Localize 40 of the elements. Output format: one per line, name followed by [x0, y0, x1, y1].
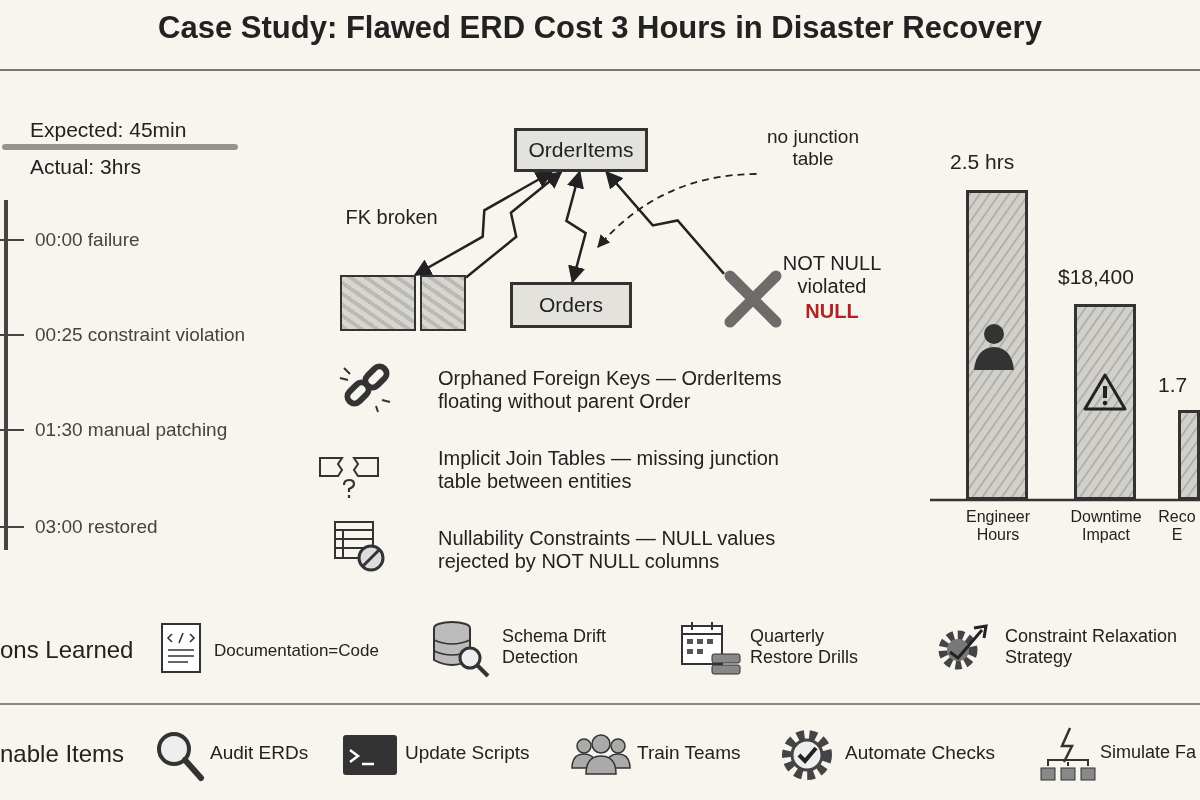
- bar-value: 1.7: [1158, 373, 1189, 398]
- title: Case Study: Flawed ERD Cost 3 Hours in Disaster Recovery: [157, 10, 1043, 46]
- action-item: Audit ERDs: [210, 742, 310, 764]
- timeline-entry: 00:00 failure: [35, 229, 141, 251]
- arrow: [564, 170, 588, 284]
- timeline-entry: 00:25 constraint violation: [35, 324, 247, 346]
- issue-description: Orphaned Foreign Keys — OrderItems floating without parent Order: [438, 367, 783, 413]
- arrow: [465, 170, 563, 279]
- lesson-item: Documentation=Code: [214, 641, 380, 661]
- action-item: Train Teams: [637, 742, 742, 764]
- cross-mark: [724, 270, 782, 328]
- violation-note: NOT NULL violated: [781, 252, 883, 298]
- bar-label: Engineer Hours: [964, 508, 1031, 545]
- actual-time: Actual: 3hrs: [30, 155, 142, 180]
- bar-value: 2.5 hrs: [950, 150, 1016, 175]
- section-heading: nable Items: [0, 740, 126, 768]
- bar-value: $18,400: [1058, 265, 1135, 290]
- bar-label: Reco E: [1157, 508, 1197, 545]
- broken-table-block: [340, 275, 416, 331]
- lesson-item: Constraint Relaxation Strategy: [1005, 626, 1179, 668]
- action-item: Automate Checks: [845, 742, 996, 764]
- expected-time: Expected: 45min: [30, 118, 188, 143]
- dashed-arrow: [597, 173, 758, 248]
- entity-box: Orders: [510, 282, 632, 328]
- section-heading: ons Learned: [0, 636, 135, 664]
- timeline-entry: 01:30 manual patching: [35, 419, 229, 441]
- issue-description: Nullability Constraints — NULL values rejected by NOT NULL columns: [438, 527, 777, 573]
- entity-box: OrderItems: [514, 128, 648, 172]
- timeline-entry: 03:00 restored: [35, 516, 159, 538]
- bar-label: Downtime Impact: [1069, 508, 1143, 545]
- issue-description: Implicit Join Tables — missing junction table between entities: [438, 447, 780, 493]
- arrow: [413, 170, 554, 277]
- annotation-text: no junction table: [755, 122, 871, 174]
- action-item: Update Scripts: [405, 742, 531, 764]
- lesson-item: Quarterly Restore Drills: [750, 626, 860, 668]
- lesson-item: Schema Drift Detection: [502, 626, 608, 668]
- null-value: NULL: [804, 300, 860, 323]
- arrow: [605, 170, 725, 275]
- broken-table-block: [420, 275, 466, 331]
- action-item: Simulate Fa: [1100, 742, 1198, 763]
